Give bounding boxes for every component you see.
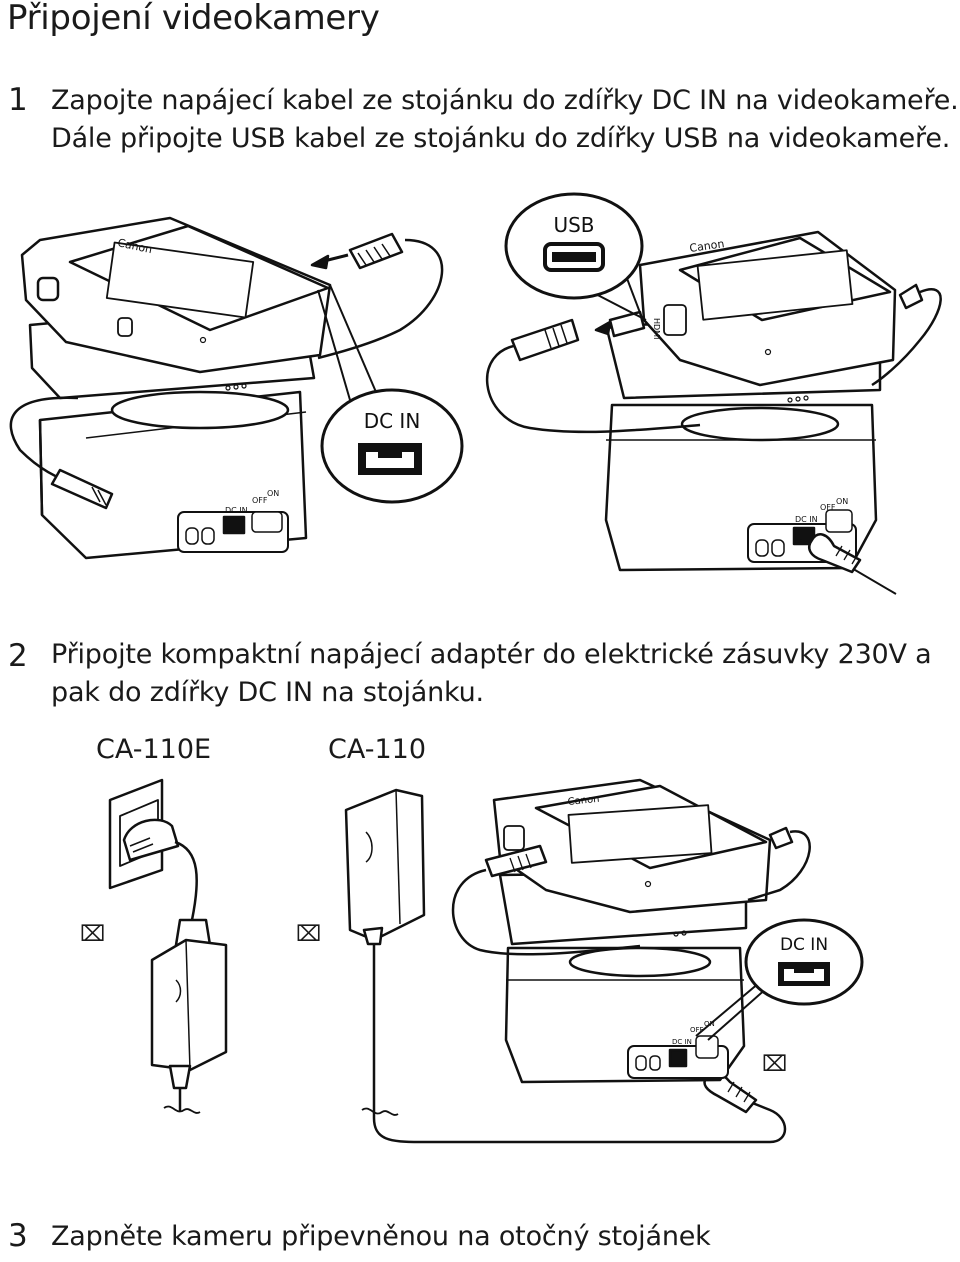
placeholder-glyph: ⌧	[80, 922, 106, 947]
step-2-text: Připojte kompaktní napájecí adaptér do e…	[51, 636, 932, 712]
stand-assembly-illustration: DC IN OFF ON Canon	[451, 778, 811, 1084]
step-1-line-2: Dále připojte USB kabel ze stojánku do z…	[51, 123, 951, 154]
placeholder-glyph: ⌧	[296, 922, 322, 947]
step-1-text: Zapojte napájecí kabel ze stojánku do zd…	[51, 82, 959, 158]
fig2-dcin-callout: DC IN	[695, 918, 864, 1041]
panel-off-label: OFF	[252, 496, 268, 505]
adapter-ca110-illustration	[344, 788, 787, 1144]
usb-callout-label: USB	[553, 213, 594, 237]
step-1-line-1: Zapojte napájecí kabel ze stojánku do zd…	[51, 85, 959, 116]
fig2-panel-off-label: OFF	[690, 1026, 704, 1034]
left-stand-illustration: DC IN OFF ON Canon	[9, 216, 444, 560]
step-3-line-1: Zapněte kameru připevněnou na otočný sto…	[51, 1221, 711, 1252]
model-label-ca110: CA-110	[328, 734, 427, 765]
panel-dcin-label-right: DC IN	[795, 515, 818, 524]
step-2-line-2: pak do zdířky DC IN na stojánku.	[51, 677, 484, 708]
panel-off-label-right: OFF	[820, 503, 836, 512]
adapter-ca110e-illustration	[150, 938, 228, 1114]
step-2-line-1: Připojte kompaktní napájecí adaptér do e…	[51, 639, 932, 670]
wall-socket-illustration	[108, 778, 212, 947]
panel-dcin-label: DC IN	[225, 506, 248, 515]
step-3-text: Zapněte kameru připevněnou na otočný sto…	[51, 1218, 711, 1256]
step-2-number: 2	[8, 638, 28, 674]
panel-on-label-right: ON	[836, 497, 848, 506]
step-3-number: 3	[8, 1218, 28, 1254]
usb-callout: USB	[504, 192, 647, 321]
step-1-number: 1	[8, 82, 28, 118]
right-stand-illustration: DC IN OFF ON Canon HDMI	[485, 230, 942, 595]
dcin-callout-label: DC IN	[364, 409, 421, 433]
fig2-panel-dcin-label: DC IN	[672, 1038, 692, 1046]
dcin-callout: DC IN	[317, 284, 464, 504]
panel-on-label: ON	[267, 489, 279, 498]
camera-brand-label-right: Canon	[689, 237, 726, 255]
model-label-ca110e: CA-110E	[96, 734, 212, 765]
placeholder-glyph: ⌧	[762, 1052, 788, 1077]
fig2-dcin-callout-label: DC IN	[780, 935, 828, 955]
page-title: Připojení videokamery	[7, 0, 380, 38]
camera-hdmi-label: HDMI	[652, 318, 661, 339]
fig2-camera-brand-label: Canon	[567, 794, 600, 808]
